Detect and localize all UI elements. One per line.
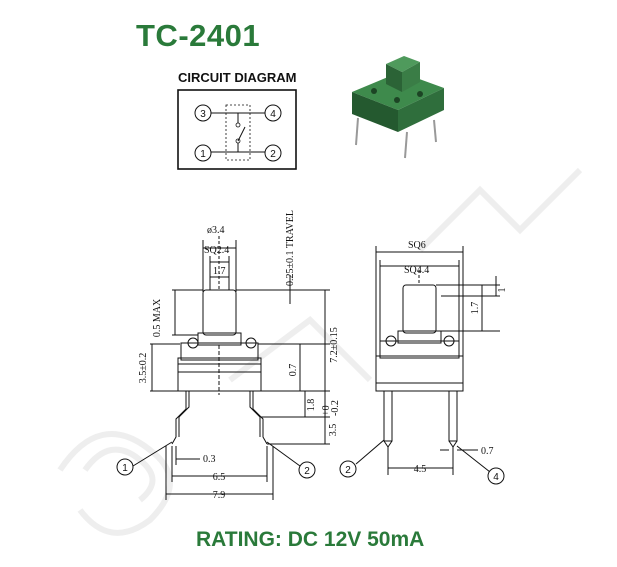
rating-text: RATING: DC 12V 50mA	[196, 528, 425, 551]
dim-6-5: 6.5	[213, 472, 226, 483]
front-pin-4: 4	[493, 472, 499, 483]
circuit-diagram	[177, 89, 297, 170]
side-pin-1-marker	[116, 458, 134, 476]
dim-3-5-tol: 3.5	[328, 424, 339, 437]
side-pin-2: 2	[304, 466, 310, 477]
switch-photo-icon	[352, 56, 444, 159]
dim-0-7: 0.7	[288, 364, 299, 377]
dim-1-8: 1.8	[306, 399, 317, 412]
dim-sq6: SQ6	[408, 240, 426, 251]
side-pin-2-marker	[298, 461, 316, 479]
dim-tol-sub: -0.2	[330, 400, 341, 416]
dim-travel: 0.25±0.1 TRAVEL	[285, 210, 296, 286]
side-pin-1: 1	[122, 463, 128, 474]
dim-7-9: 7.9	[213, 490, 226, 501]
dim-1-7-front: 1.7	[470, 302, 481, 315]
front-pin-4-marker	[487, 467, 505, 485]
dim-sq-2-4: SQ2.4	[204, 245, 229, 256]
dim-7-2: 7.2±0.15	[329, 327, 340, 363]
side-view-drawing	[132, 236, 330, 500]
circuit-pin-1: 1	[200, 149, 206, 160]
front-view-drawing	[355, 246, 500, 475]
dim-tol-sup: +0	[321, 405, 332, 416]
circuit-pin-4: 4	[270, 109, 276, 120]
dim-4-5: 4.5	[414, 464, 427, 475]
circuit-pin-3: 3	[200, 109, 206, 120]
dim-phi-3-4: ø3.4	[207, 225, 225, 236]
circuit-pin-2: 2	[270, 149, 276, 160]
front-pin-2-marker	[339, 460, 357, 478]
dim-0-7-front: 0.7	[481, 446, 494, 457]
circuit-diagram-label: CIRCUIT DIAGRAM	[178, 70, 297, 85]
dim-0-3: 0.3	[203, 454, 216, 465]
dim-3-5-0-2: 3.5±0.2	[138, 353, 149, 384]
dim-1: 1	[497, 288, 508, 293]
front-pin-2: 2	[345, 465, 351, 476]
dim-0-5-max: 0.5 MAX	[152, 298, 163, 337]
page-title: TC-2401	[136, 18, 261, 53]
dim-1-7: 1.7	[213, 266, 226, 277]
dim-sq4-4: SQ4.4	[404, 265, 429, 276]
